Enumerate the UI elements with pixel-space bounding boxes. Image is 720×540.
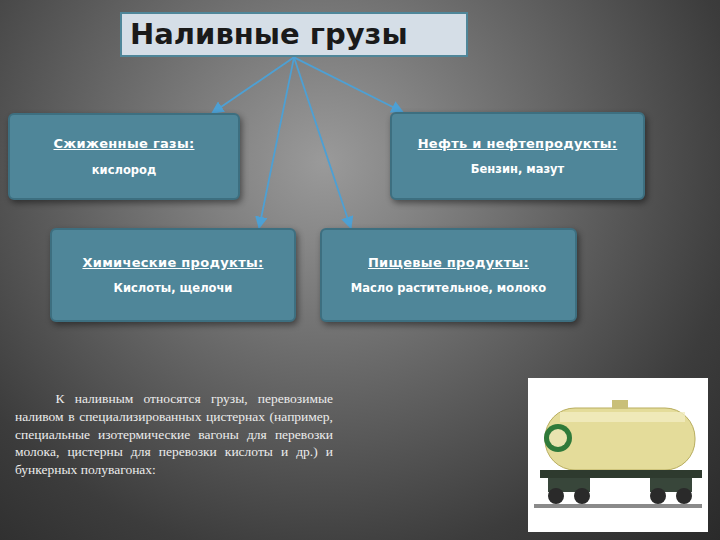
box-heading: Химические продукты: [82,254,263,272]
tank-highlight [560,412,685,422]
box-body: кислород [92,163,156,178]
box-body: Масло растительное, молоко [351,281,546,296]
box-body: Кислоты, щелочи [114,281,233,296]
connector-arrow [212,57,294,113]
connector-arrow [294,57,351,228]
title-box: Наливные грузы [120,12,468,57]
tank-car-picture [528,378,708,532]
frame [540,470,702,478]
tank-body [545,408,695,470]
tank-dome [612,400,628,409]
picture-ground [528,378,708,532]
tank-emblem-center [549,429,567,447]
rail [534,504,702,508]
box-heading: Нефть и нефтепродукты: [418,135,618,153]
box-heading: Пищевые продукты: [368,254,529,272]
category-box: Пищевые продукты: Масло растительное, мол… [320,228,577,322]
connector-arrow [259,57,294,228]
tank-emblem [544,424,572,452]
category-box: Нефть и нефтепродукты: Бензин, мазут [390,112,645,200]
title-text: Наливные грузы [130,18,408,51]
box-body: Бензин, мазут [471,162,565,177]
box-heading: Сжиженные газы: [54,135,195,153]
connectors [212,57,403,228]
wheel [548,488,564,504]
category-box: Сжиженные газы: кислород [8,113,240,200]
note-text: К наливным относятся грузы, перевозимые … [15,390,333,479]
wheel [650,488,666,504]
category-box: Химические продукты: Кислоты, щелочи [50,228,296,322]
wheel [676,488,692,504]
wheel [574,488,590,504]
